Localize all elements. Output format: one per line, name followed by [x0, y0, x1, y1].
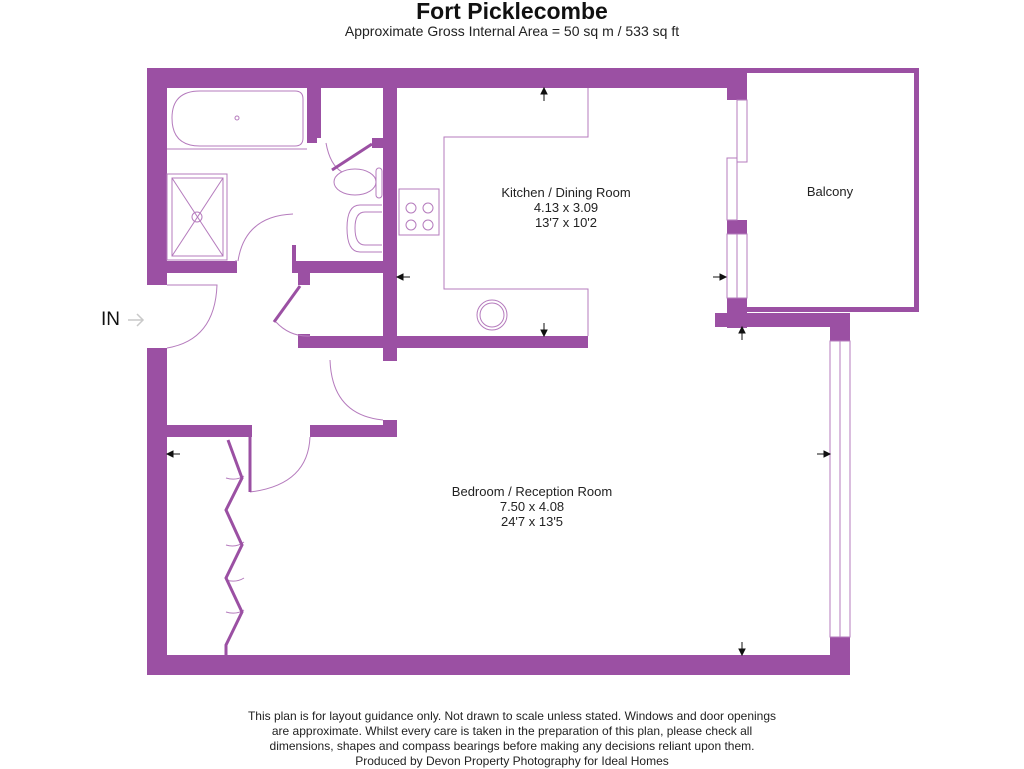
- entrance-label: IN: [101, 309, 120, 330]
- plan-title: Fort Picklecombe: [416, 0, 608, 24]
- disclaimer-line: are approximate. Whilst every care is ta…: [271, 724, 753, 738]
- disclaimer: This plan is for layout guidance only. N…: [0, 709, 1024, 769]
- room-kitchen-dining: Kitchen / Dining Room 4.13 x 3.09 13'7 x…: [501, 185, 630, 230]
- room-name: Balcony: [806, 184, 854, 199]
- disclaimer-line: This plan is for layout guidance only. N…: [247, 709, 777, 723]
- producer-credit: Produced by Devon Property Photography f…: [355, 754, 669, 768]
- room-imperial: 24'7 x 13'5: [500, 514, 564, 529]
- area-subtitle: Approximate Gross Internal Area = 50 sq …: [344, 23, 680, 39]
- doors: [224, 142, 373, 655]
- fixture-lines: [166, 88, 851, 638]
- room-bedroom-reception: Bedroom / Reception Room 7.50 x 4.08 24'…: [452, 484, 612, 529]
- room-name: Bedroom / Reception Room: [451, 484, 613, 499]
- room-metric: 7.50 x 4.08: [499, 499, 565, 514]
- room-imperial: 13'7 x 10'2: [534, 215, 598, 230]
- arrow-right-icon: [128, 313, 145, 327]
- dimension-arrows: [165, 86, 832, 657]
- room-name: Kitchen / Dining Room: [501, 185, 631, 200]
- wardrobe-bifold-doors: [224, 439, 244, 655]
- walls: [147, 68, 919, 675]
- room-balcony: Balcony: [807, 184, 853, 199]
- room-metric: 4.13 x 3.09: [533, 200, 599, 215]
- disclaimer-line: dimensions, shapes and compass bearings …: [269, 739, 755, 753]
